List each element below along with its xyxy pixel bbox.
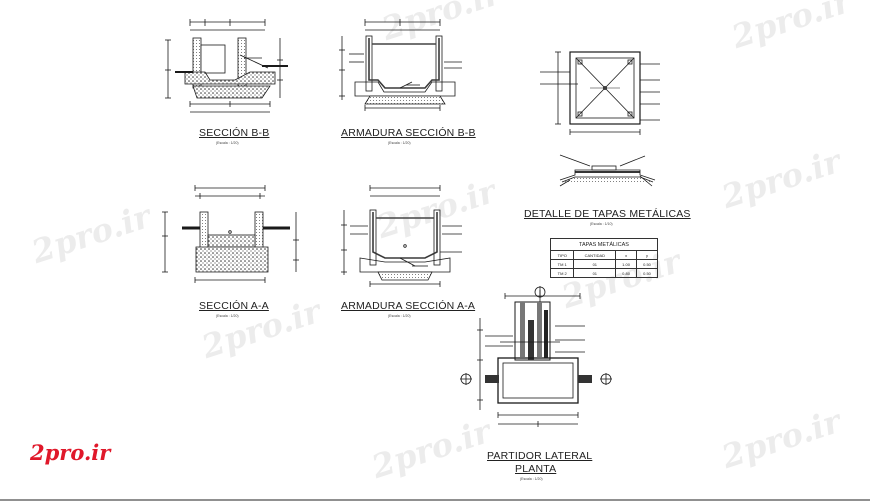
title-seccion-aa: SECCIÓN A-A — [199, 300, 269, 312]
tapas-plan-drawing — [540, 51, 660, 135]
tapas-table-title: TAPAS METÁLICAS — [550, 238, 658, 251]
armadura-aa-drawing — [341, 185, 462, 287]
table-row: TM 1 01 1.00 0.50 — [549, 259, 658, 269]
section-bb-drawing — [165, 19, 288, 113]
armadura-bb-drawing — [339, 19, 462, 111]
table-header: y — [636, 250, 658, 260]
table-cell: 1.00 — [615, 259, 638, 269]
table-header: x — [615, 250, 638, 260]
table-cell: 0.80 — [615, 268, 638, 278]
site-logo: 2pro.ir — [30, 440, 111, 465]
scale-armadura-bb: (Escala : 1/20) — [388, 141, 411, 145]
planta-drawing — [460, 286, 612, 427]
table-cell: TM 2 — [549, 268, 575, 278]
title-planta: PLANTA — [515, 463, 557, 475]
scale-detalle-tapas: (Escala : 1/10) — [590, 222, 613, 226]
table-cell: 01 — [573, 259, 617, 269]
table-cell: 01 — [573, 268, 617, 278]
table-header: TIPO — [549, 250, 575, 260]
title-seccion-bb: SECCIÓN B-B — [199, 127, 270, 139]
table-header: CANTIDAD — [573, 250, 617, 260]
section-aa-drawing — [162, 185, 299, 283]
scale-planta: (Escala : 1/20) — [520, 477, 543, 481]
tapas-section-drawing — [559, 154, 656, 187]
title-armadura-aa: ARMADURA SECCIÓN A-A — [341, 300, 476, 312]
title-partidor-lateral: PARTIDOR LATERAL — [487, 450, 593, 462]
scale-seccion-aa: (Escala : 1/20) — [216, 314, 239, 318]
table-cell: 0.50 — [636, 259, 658, 269]
scale-armadura-aa: (Escala : 1/20) — [388, 314, 411, 318]
table-cell: 0.50 — [636, 268, 658, 278]
table-cell: TM 1 — [549, 259, 575, 269]
table-row: TM 2 01 0.80 0.50 — [549, 268, 658, 278]
scale-seccion-bb: (Escala : 1/20) — [216, 141, 239, 145]
title-armadura-bb: ARMADURA SECCIÓN B-B — [341, 127, 476, 139]
title-detalle-tapas: DETALLE DE TAPAS METÁLICAS — [524, 208, 691, 220]
tapas-table: TAPAS METÁLICAS TIPO CANTIDAD x y TM 1 0… — [549, 238, 658, 278]
